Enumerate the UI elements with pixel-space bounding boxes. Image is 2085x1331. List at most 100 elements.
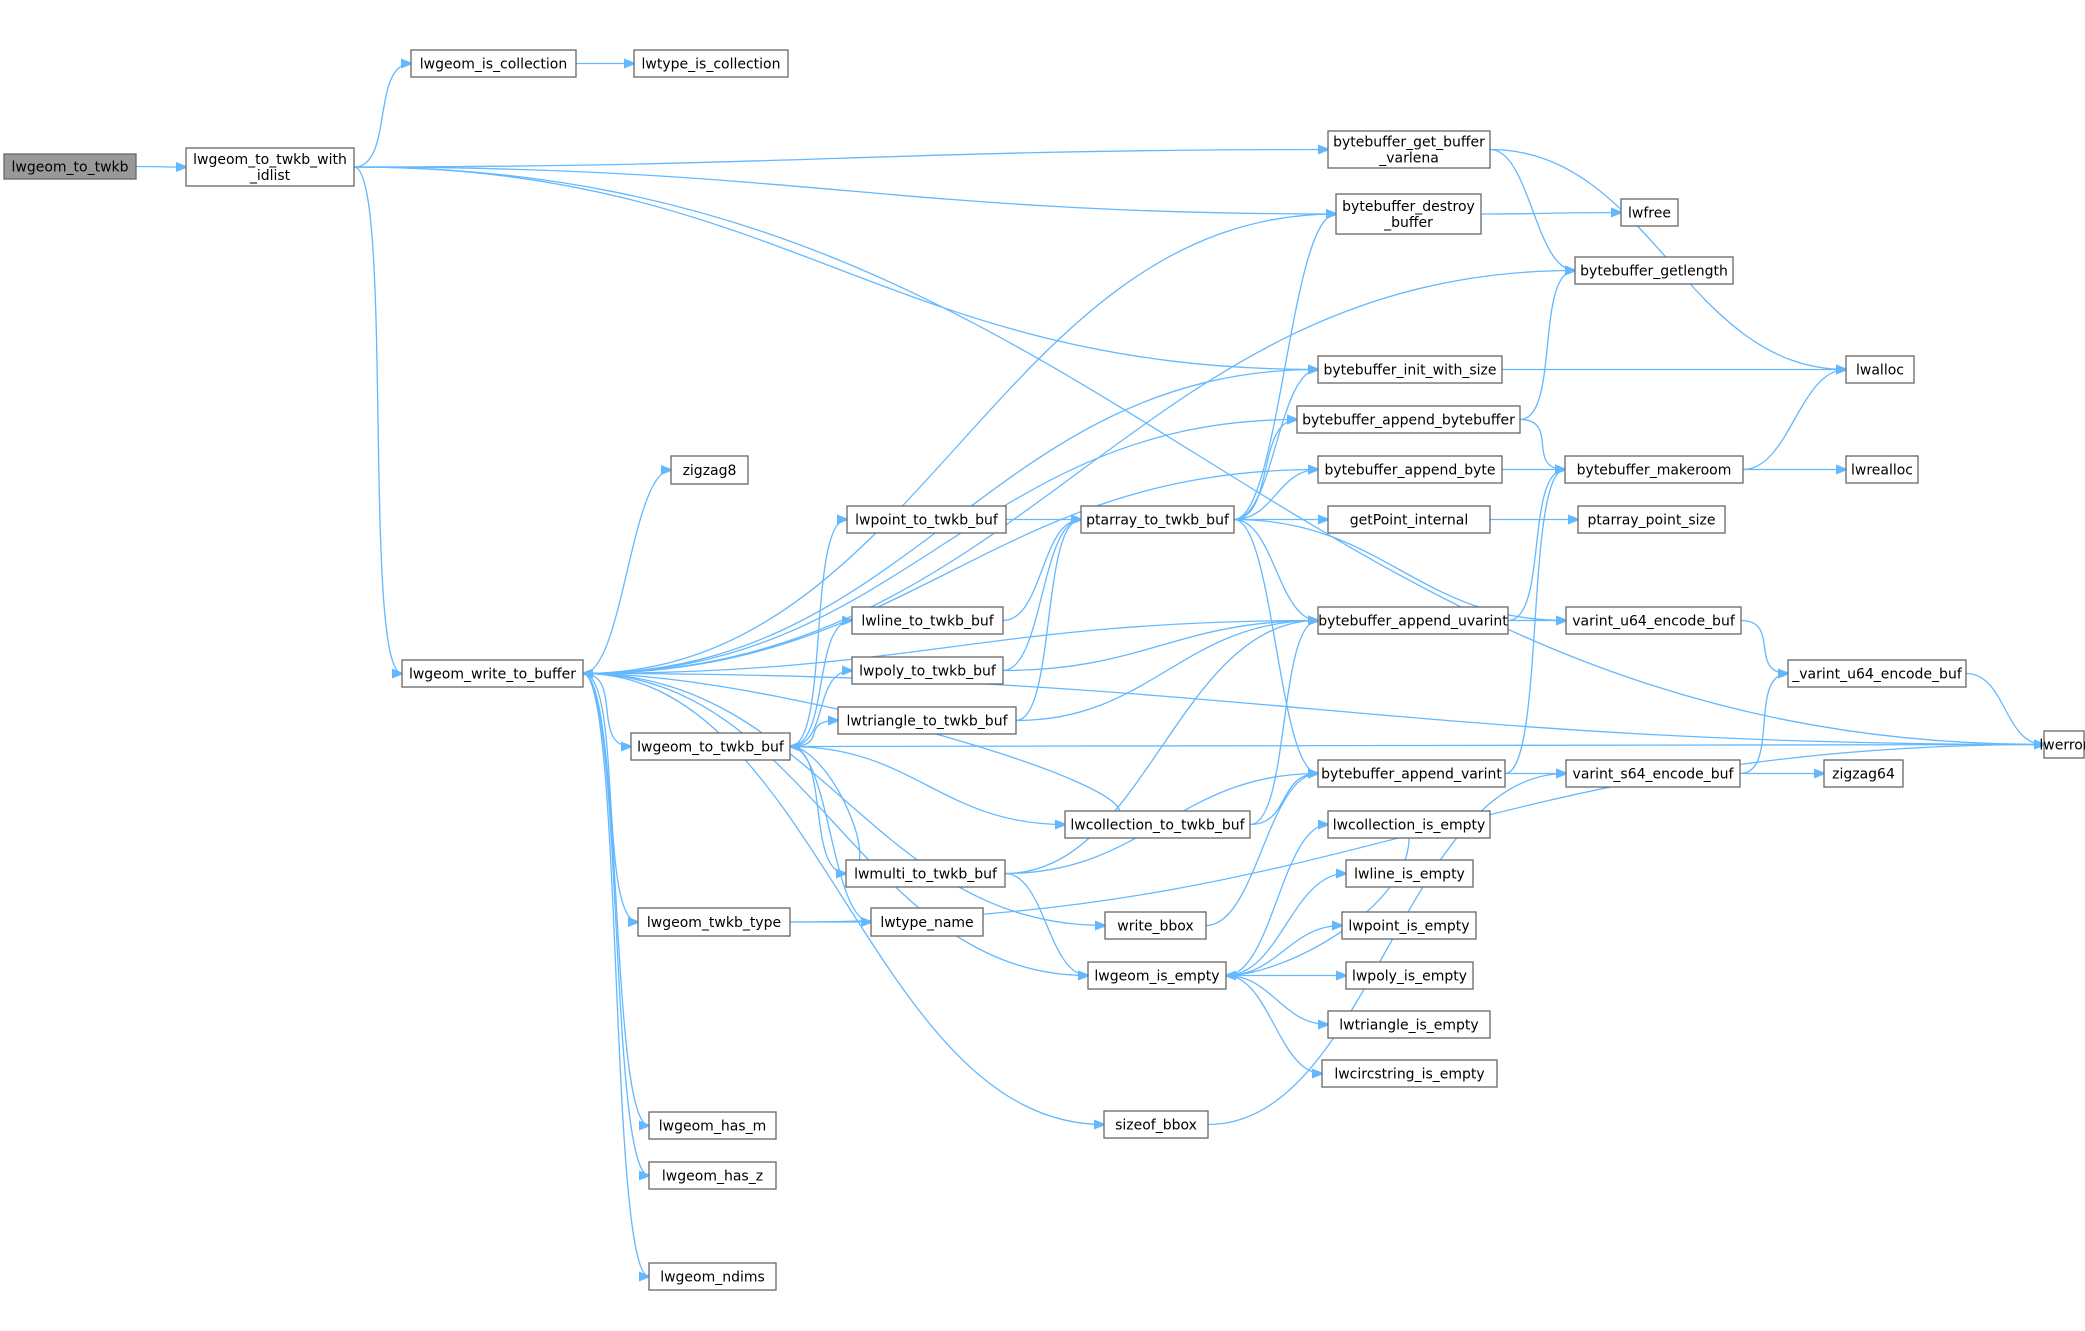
node-label: lwgeom_twkb_type [647,915,781,931]
edge-lwgeom_to_twkb_buf-to-lwerror [789,745,2044,747]
edge-append_bytebuffer-to-makeroom [1519,418,1565,470]
node-lwtype_is_collection[interactable]: lwtype_is_collection [633,49,789,78]
node-box [401,659,584,688]
node-root[interactable]: lwgeom_to_twkb [3,153,137,180]
node-lwgeom_to_twkb_buf[interactable]: lwgeom_to_twkb_buf [630,732,791,761]
node-ptarray_to_twkb_buf[interactable]: ptarray_to_twkb_buf [1080,505,1235,534]
node-label: lwpoint_is_empty [1348,919,1469,935]
node-label: bytebuffer_makeroom [1577,463,1732,479]
node-lwline_to_twkb_buf[interactable]: lwline_to_twkb_buf [851,606,1004,635]
node-lwcollection_is_empty[interactable]: lwcollection_is_empty [1327,810,1491,839]
node-box [670,455,749,485]
node-get_buffer_varlena[interactable]: bytebuffer_get_buffer_varlena [1327,130,1491,169]
node-zigzag8[interactable]: zigzag8 [670,455,749,485]
edge-with_idlist-to-init_with_size [353,166,1318,370]
node-label: getPoint_internal [1350,513,1468,529]
node-label: lwgeom_to_twkb_with [193,152,347,168]
edge-lwpoly_to_twkb_buf-to-append_uvarint [1002,621,1318,672]
node-lwalloc[interactable]: lwalloc [1845,355,1915,384]
node-lwcollection_to_twkb_buf[interactable]: lwcollection_to_twkb_buf [1064,810,1251,839]
edge-write_to_buffer-to-has_z [582,672,649,1176]
node-ptarray_point_size[interactable]: ptarray_point_size [1577,505,1726,534]
node-write_to_buffer[interactable]: lwgeom_write_to_buffer [401,659,584,688]
node-box [1823,759,1904,788]
node-lwpoly_is_empty[interactable]: lwpoly_is_empty [1345,961,1474,990]
edge-ptarray_to_twkb_buf-to-append_varint [1233,518,1318,774]
node-label: _idlist [249,168,291,184]
node-lwrealloc[interactable]: lwrealloc [1845,455,1919,484]
node-lwcircstring_is_empty[interactable]: lwcircstring_is_empty [1321,1059,1498,1088]
node-box [851,606,1004,635]
edge-ptarray_to_twkb_buf-to-append_byte [1233,470,1318,521]
node-varint_s64[interactable]: varint_s64_encode_buf [1565,759,1741,788]
node-label: lwgeom_has_m [659,1119,766,1135]
node-getlength[interactable]: bytebuffer_getlength [1574,256,1734,285]
node-label: lwtriangle_is_empty [1339,1018,1478,1034]
node-has_m[interactable]: lwgeom_has_m [648,1111,777,1140]
node-lwtriangle_is_empty[interactable]: lwtriangle_is_empty [1327,1010,1491,1039]
node-label: lwtype_name [880,915,973,931]
node-box [1345,859,1474,888]
node-destroy_buffer[interactable]: bytebuffer_destroy_buffer [1335,193,1482,235]
node-box [185,147,355,187]
edge-lwcollection_to_twkb_buf-to-append_uvarint [1249,621,1318,826]
node-lwpoly_to_twkb_buf[interactable]: lwpoly_to_twkb_buf [851,656,1004,685]
edge-lwtriangle_to_twkb_buf-to-append_uvarint [1015,621,1318,722]
node-label: bytebuffer_init_with_size [1323,363,1496,379]
node-with_idlist[interactable]: lwgeom_to_twkb_with_idlist [185,147,355,187]
node-makeroom[interactable]: bytebuffer_makeroom [1564,455,1744,484]
node-lwline_is_empty[interactable]: lwline_is_empty [1345,859,1474,888]
node-label: lwline_is_empty [1354,867,1465,883]
node-label: ptarray_point_size [1588,513,1716,529]
node-lwgeom_is_empty[interactable]: lwgeom_is_empty [1087,961,1227,990]
node-lwerror[interactable]: lwerror [2039,730,2085,759]
node-lwmulti_to_twkb_buf[interactable]: lwmulti_to_twkb_buf [845,859,1006,888]
node-append_bytebuffer[interactable]: bytebuffer_append_bytebuffer [1296,405,1521,434]
node-zigzag64[interactable]: zigzag64 [1823,759,1904,788]
node-getPoint_internal[interactable]: getPoint_internal [1327,505,1491,534]
node-label: lwline_to_twkb_buf [861,614,994,630]
node-box [1787,659,1967,688]
edge-write_to_buffer-to-lwgeom_twkb_type [582,672,638,923]
node-ndims[interactable]: lwgeom_ndims [648,1262,777,1291]
node-box [1296,405,1521,434]
node-lwpoint_to_twkb_buf[interactable]: lwpoint_to_twkb_buf [846,505,1007,534]
node-box [1564,455,1744,484]
edge-get_buffer_varlena-to-getlength [1489,148,1575,271]
node-lwtriangle_to_twkb_buf[interactable]: lwtriangle_to_twkb_buf [837,706,1017,735]
node-init_with_size[interactable]: bytebuffer_init_with_size [1317,355,1503,384]
node-label: lwgeom_to_twkb [11,160,128,176]
node-has_z[interactable]: lwgeom_has_z [648,1161,777,1190]
node-append_varint[interactable]: bytebuffer_append_varint [1317,759,1506,788]
node-label: zigzag8 [683,463,737,479]
node-label: lwerror [2039,738,2085,754]
node-box [3,153,137,180]
node-box [1103,1110,1209,1139]
edge-lwgeom_to_twkb_buf-to-lwpoly_to_twkb_buf [789,671,852,748]
edge-write_bbox-to-append_varint [1205,774,1318,927]
node-lwpoint_is_empty[interactable]: lwpoint_is_empty [1341,911,1477,940]
node-box [630,732,791,761]
node-_varint_u64[interactable]: _varint_u64_encode_buf [1787,659,1967,688]
edge-write_to_buffer-to-ndims [582,672,649,1277]
node-label: bytebuffer_append_byte [1324,463,1495,479]
node-lwtype_name[interactable]: lwtype_name [870,907,984,937]
node-varint_u64[interactable]: varint_u64_encode_buf [1565,606,1742,635]
node-is_collection[interactable]: lwgeom_is_collection [410,49,577,78]
node-sizeof_bbox[interactable]: sizeof_bbox [1103,1110,1209,1139]
edge-lwgeom_is_empty-to-lwline_is_empty [1225,874,1346,977]
edge-lwgeom_to_twkb_buf-to-lwline_to_twkb_buf [789,621,852,748]
node-append_byte[interactable]: bytebuffer_append_byte [1317,455,1503,484]
node-box [1341,911,1477,940]
node-box [1327,130,1491,169]
edges-layer [135,64,2044,1277]
node-append_uvarint[interactable]: bytebuffer_append_uvarint [1317,606,1509,635]
node-box [1064,810,1251,839]
node-lwfree[interactable]: lwfree [1620,198,1679,227]
node-write_bbox[interactable]: write_bbox [1104,911,1207,940]
node-lwgeom_twkb_type[interactable]: lwgeom_twkb_type [637,907,791,937]
edge-ptarray_to_twkb_buf-to-varint_u64 [1233,518,1566,621]
edge-write_to_buffer-to-append_bytebuffer [582,420,1297,675]
edge-with_idlist-to-write_to_buffer [353,166,402,674]
